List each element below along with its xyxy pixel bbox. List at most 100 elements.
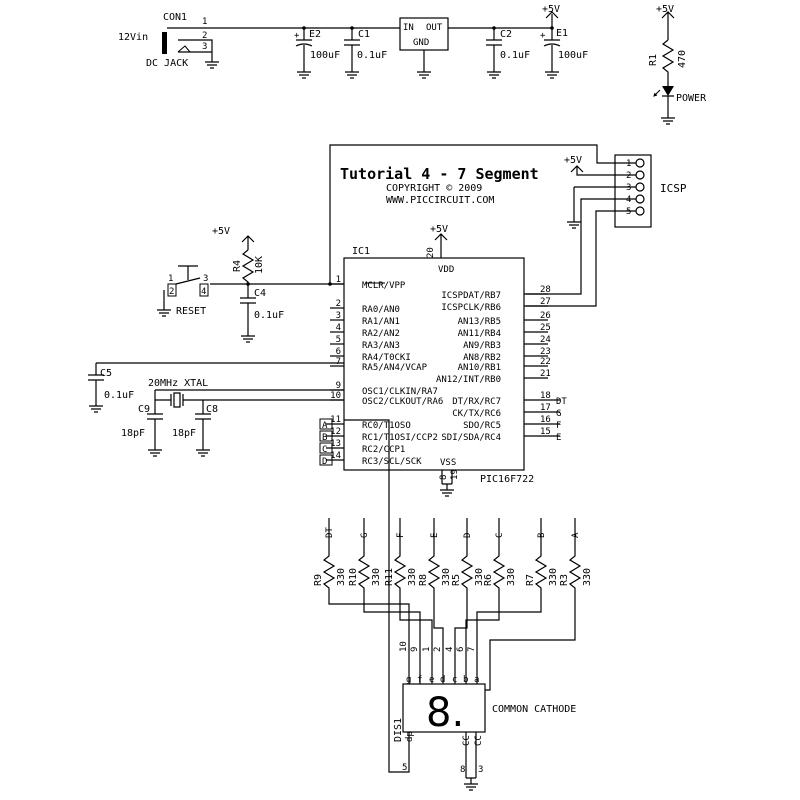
display-pin-num: 6	[456, 647, 466, 652]
mcu-section: IC1 PIC16F722 +5V 20 VDD VSS 8 19 1MCLR/…	[319, 224, 567, 497]
mcu-pin-num: 13	[330, 439, 341, 449]
resistor-value: 330	[548, 568, 559, 586]
r1-value: 470	[677, 50, 688, 68]
resistor-value: 330	[336, 568, 347, 586]
reset-section: +5V R4 10K C4 0.1uF 1 2 3 4 RESET	[157, 226, 344, 343]
mcu-pin-num: 3	[336, 311, 341, 321]
page-title: Tutorial 4 - 7 Segment	[340, 165, 539, 183]
mcu-ref: IC1	[352, 246, 370, 257]
jack-pin-3: 3	[202, 42, 207, 52]
resistor-net-label: B	[537, 533, 547, 538]
mcu-pin-num: 26	[540, 311, 551, 321]
mcu-pin-net: F	[556, 421, 561, 431]
resistor-value: 330	[506, 568, 517, 586]
mcu-pin-num: 27	[540, 297, 551, 307]
c1-value: 0.1uF	[357, 50, 387, 61]
mcu-right-pins: 28ICSPDAT/RB727ICSPCLK/RB626AN13/RB525AN…	[436, 285, 567, 443]
mcu-pin-net: G	[556, 409, 561, 419]
mcu-pin-num: 4	[336, 323, 341, 333]
resistor-net-label: C	[495, 533, 505, 538]
resistor-ref: R7	[525, 574, 536, 586]
dp-pin-label: dp	[405, 731, 415, 742]
mcu-pin-name: RC3/SCL/SCK	[362, 457, 422, 467]
mcu-pin-name: MCLR/VPP	[362, 281, 406, 291]
mcu-pin-num: 10	[330, 391, 341, 401]
mcu-vss-pin-1: 8	[439, 475, 449, 480]
mcu-pin-name: AN8/RB2	[463, 353, 501, 363]
resistor-net-label: F	[396, 533, 406, 538]
display-seg-letter: b	[463, 675, 468, 685]
mcu-pin-num: 11	[330, 415, 341, 425]
mcu-pin-name: OSC2/CLKOUT/RA6	[362, 397, 443, 407]
resistor-net-label: G	[360, 533, 370, 538]
icsp-pin-2: 2	[626, 171, 631, 181]
input-voltage-label: 12Vin	[118, 32, 148, 43]
e2-value: 100uF	[310, 50, 340, 61]
display-pin-num: 10	[399, 641, 409, 652]
mcu-part: PIC16F722	[480, 474, 534, 485]
mcu-pin-name: RA5/AN4/VCAP	[362, 363, 428, 373]
regulator-out-label: OUT	[426, 23, 443, 33]
mcu-pin-name: RA3/AN3	[362, 341, 400, 351]
mcu-pin-net: DT	[556, 397, 567, 407]
mcu-pin-num: 1	[336, 275, 341, 285]
c2-value: 0.1uF	[500, 50, 530, 61]
cc-label-2: CC	[474, 735, 484, 746]
resistor-ref: R3	[559, 574, 570, 586]
dc-jack-label: DC JACK	[146, 58, 188, 69]
resistor-r7: B R7 330	[525, 518, 559, 600]
mcu-pin-num: 5	[336, 335, 341, 345]
e1-value: 100uF	[558, 50, 588, 61]
icsp-pin-3: 3	[626, 183, 631, 193]
reset-switch-icon[interactable]	[175, 277, 201, 285]
mcu-body	[343, 257, 525, 471]
reset-pin-3: 3	[203, 274, 208, 284]
mcu-pin-name: DT/RX/RC7	[452, 397, 501, 407]
mcu-pin-name: AN11/RB4	[458, 329, 501, 339]
resistor-ref: R8	[418, 574, 429, 586]
mcu-pin-num: 25	[540, 323, 551, 333]
mcu-pin-num: 22	[540, 357, 551, 367]
mcu-vcc-label: +5V	[430, 224, 448, 235]
mcu-pin-name: AN10/RB1	[458, 363, 501, 373]
mcu-vdd-pin: 20	[426, 247, 436, 258]
mcu-pin-num: 16	[540, 415, 551, 425]
c9-value: 18pF	[121, 428, 145, 439]
title-block: Tutorial 4 - 7 Segment COPYRIGHT © 2009 …	[340, 165, 539, 206]
reset-pin-box-4	[199, 283, 209, 297]
icsp-vcc-label: +5V	[564, 155, 582, 166]
resistor-value: 330	[474, 568, 485, 586]
regulator-in-label: IN	[403, 23, 414, 33]
display-ref: DIS1	[393, 718, 404, 742]
display-digit: 8.	[426, 690, 464, 736]
mcu-pin-num: 7	[336, 357, 341, 367]
mcu-pin-net: B	[322, 433, 327, 443]
mcu-pin-name: RC2/CCP1	[362, 445, 405, 455]
reset-pin-2: 2	[169, 287, 174, 297]
c5-section: C5 0.1uF	[88, 362, 344, 413]
mcu-pin-name: SDI/SDA/RC4	[441, 433, 501, 443]
supply-vcc-label: +5V	[542, 4, 560, 15]
mcu-pin-net: A	[322, 421, 328, 431]
c5-value: 0.1uF	[104, 390, 134, 401]
display-seg-letter: a	[474, 675, 479, 685]
icsp-label: ICSP	[660, 182, 687, 195]
xtal-section: 20MHz XTAL C9 18pF C8 18pF	[121, 378, 344, 457]
icsp-section: ICSP 1 2 3 4 5 +5V	[329, 144, 687, 307]
mcu-pin-net: D	[322, 457, 327, 467]
resistor-value: 330	[441, 568, 452, 586]
